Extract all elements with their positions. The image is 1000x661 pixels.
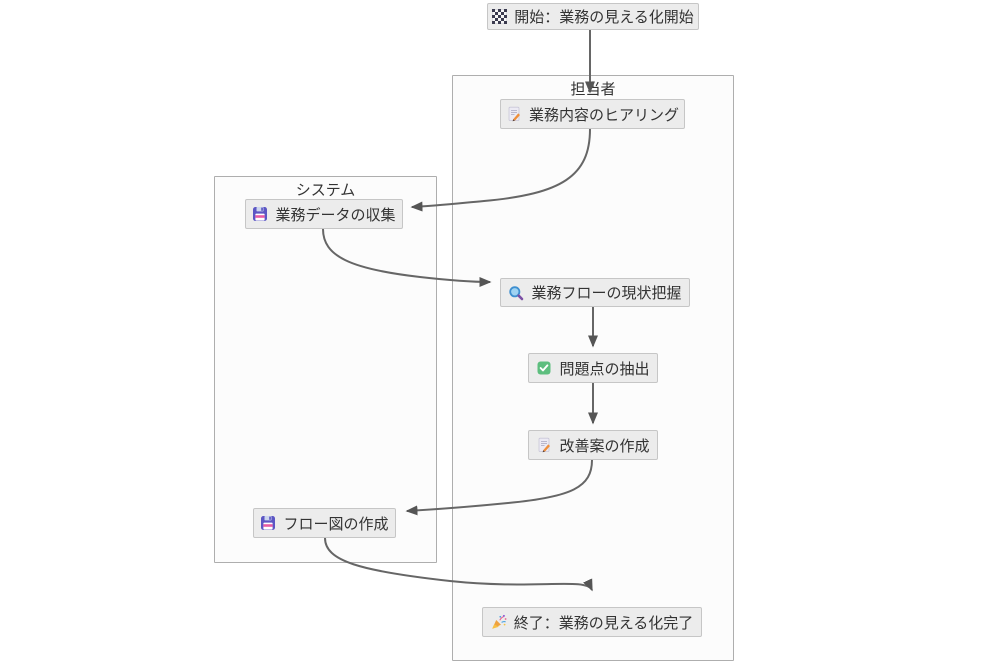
- node-end-label: 終了：業務の見える化完了: [513, 614, 694, 632]
- checkered-flag-icon: [492, 9, 508, 24]
- node-start-label: 開始：業務の見える化開始: [514, 9, 694, 26]
- edge-flowfig-end: [324, 537, 593, 592]
- node-improve: 改善案の作成: [528, 430, 658, 460]
- edge-hearing-collect: [410, 128, 591, 212]
- node-grasp: 業務フローの現状把握: [500, 278, 690, 307]
- node-end: 終了：業務の見える化完了: [482, 607, 702, 637]
- node-collect: 業務データの収集: [245, 199, 403, 229]
- memo-icon: [536, 437, 552, 453]
- node-improve-label: 改善案の作成: [559, 437, 650, 455]
- node-hearing: 業務内容のヒアリング: [500, 99, 685, 129]
- cluster-system: システム: [214, 176, 437, 563]
- edge-collect-grasp: [322, 228, 492, 287]
- magnifying-glass-icon: [508, 285, 524, 301]
- node-extract-label: 問題点の抽出: [559, 360, 650, 378]
- node-start: 開始：業務の見える化開始: [487, 3, 699, 30]
- check-mark-icon: [536, 360, 552, 376]
- node-flowfig-label: フロー図の作成: [283, 515, 389, 533]
- floppy-disk-icon: [252, 206, 268, 222]
- edge-improve-flowfig: [405, 459, 593, 516]
- floppy-disk-icon: [260, 515, 276, 531]
- memo-icon: [506, 106, 522, 122]
- node-hearing-label: 業務内容のヒアリング: [528, 106, 679, 124]
- node-flowfig: フロー図の作成: [253, 508, 396, 538]
- node-extract: 問題点の抽出: [528, 353, 658, 383]
- node-collect-label: 業務データの収集: [275, 206, 396, 224]
- cluster-system-label: システム: [295, 182, 356, 199]
- node-grasp-label: 業務フローの現状把握: [531, 285, 682, 302]
- party-popper-icon: [491, 614, 507, 630]
